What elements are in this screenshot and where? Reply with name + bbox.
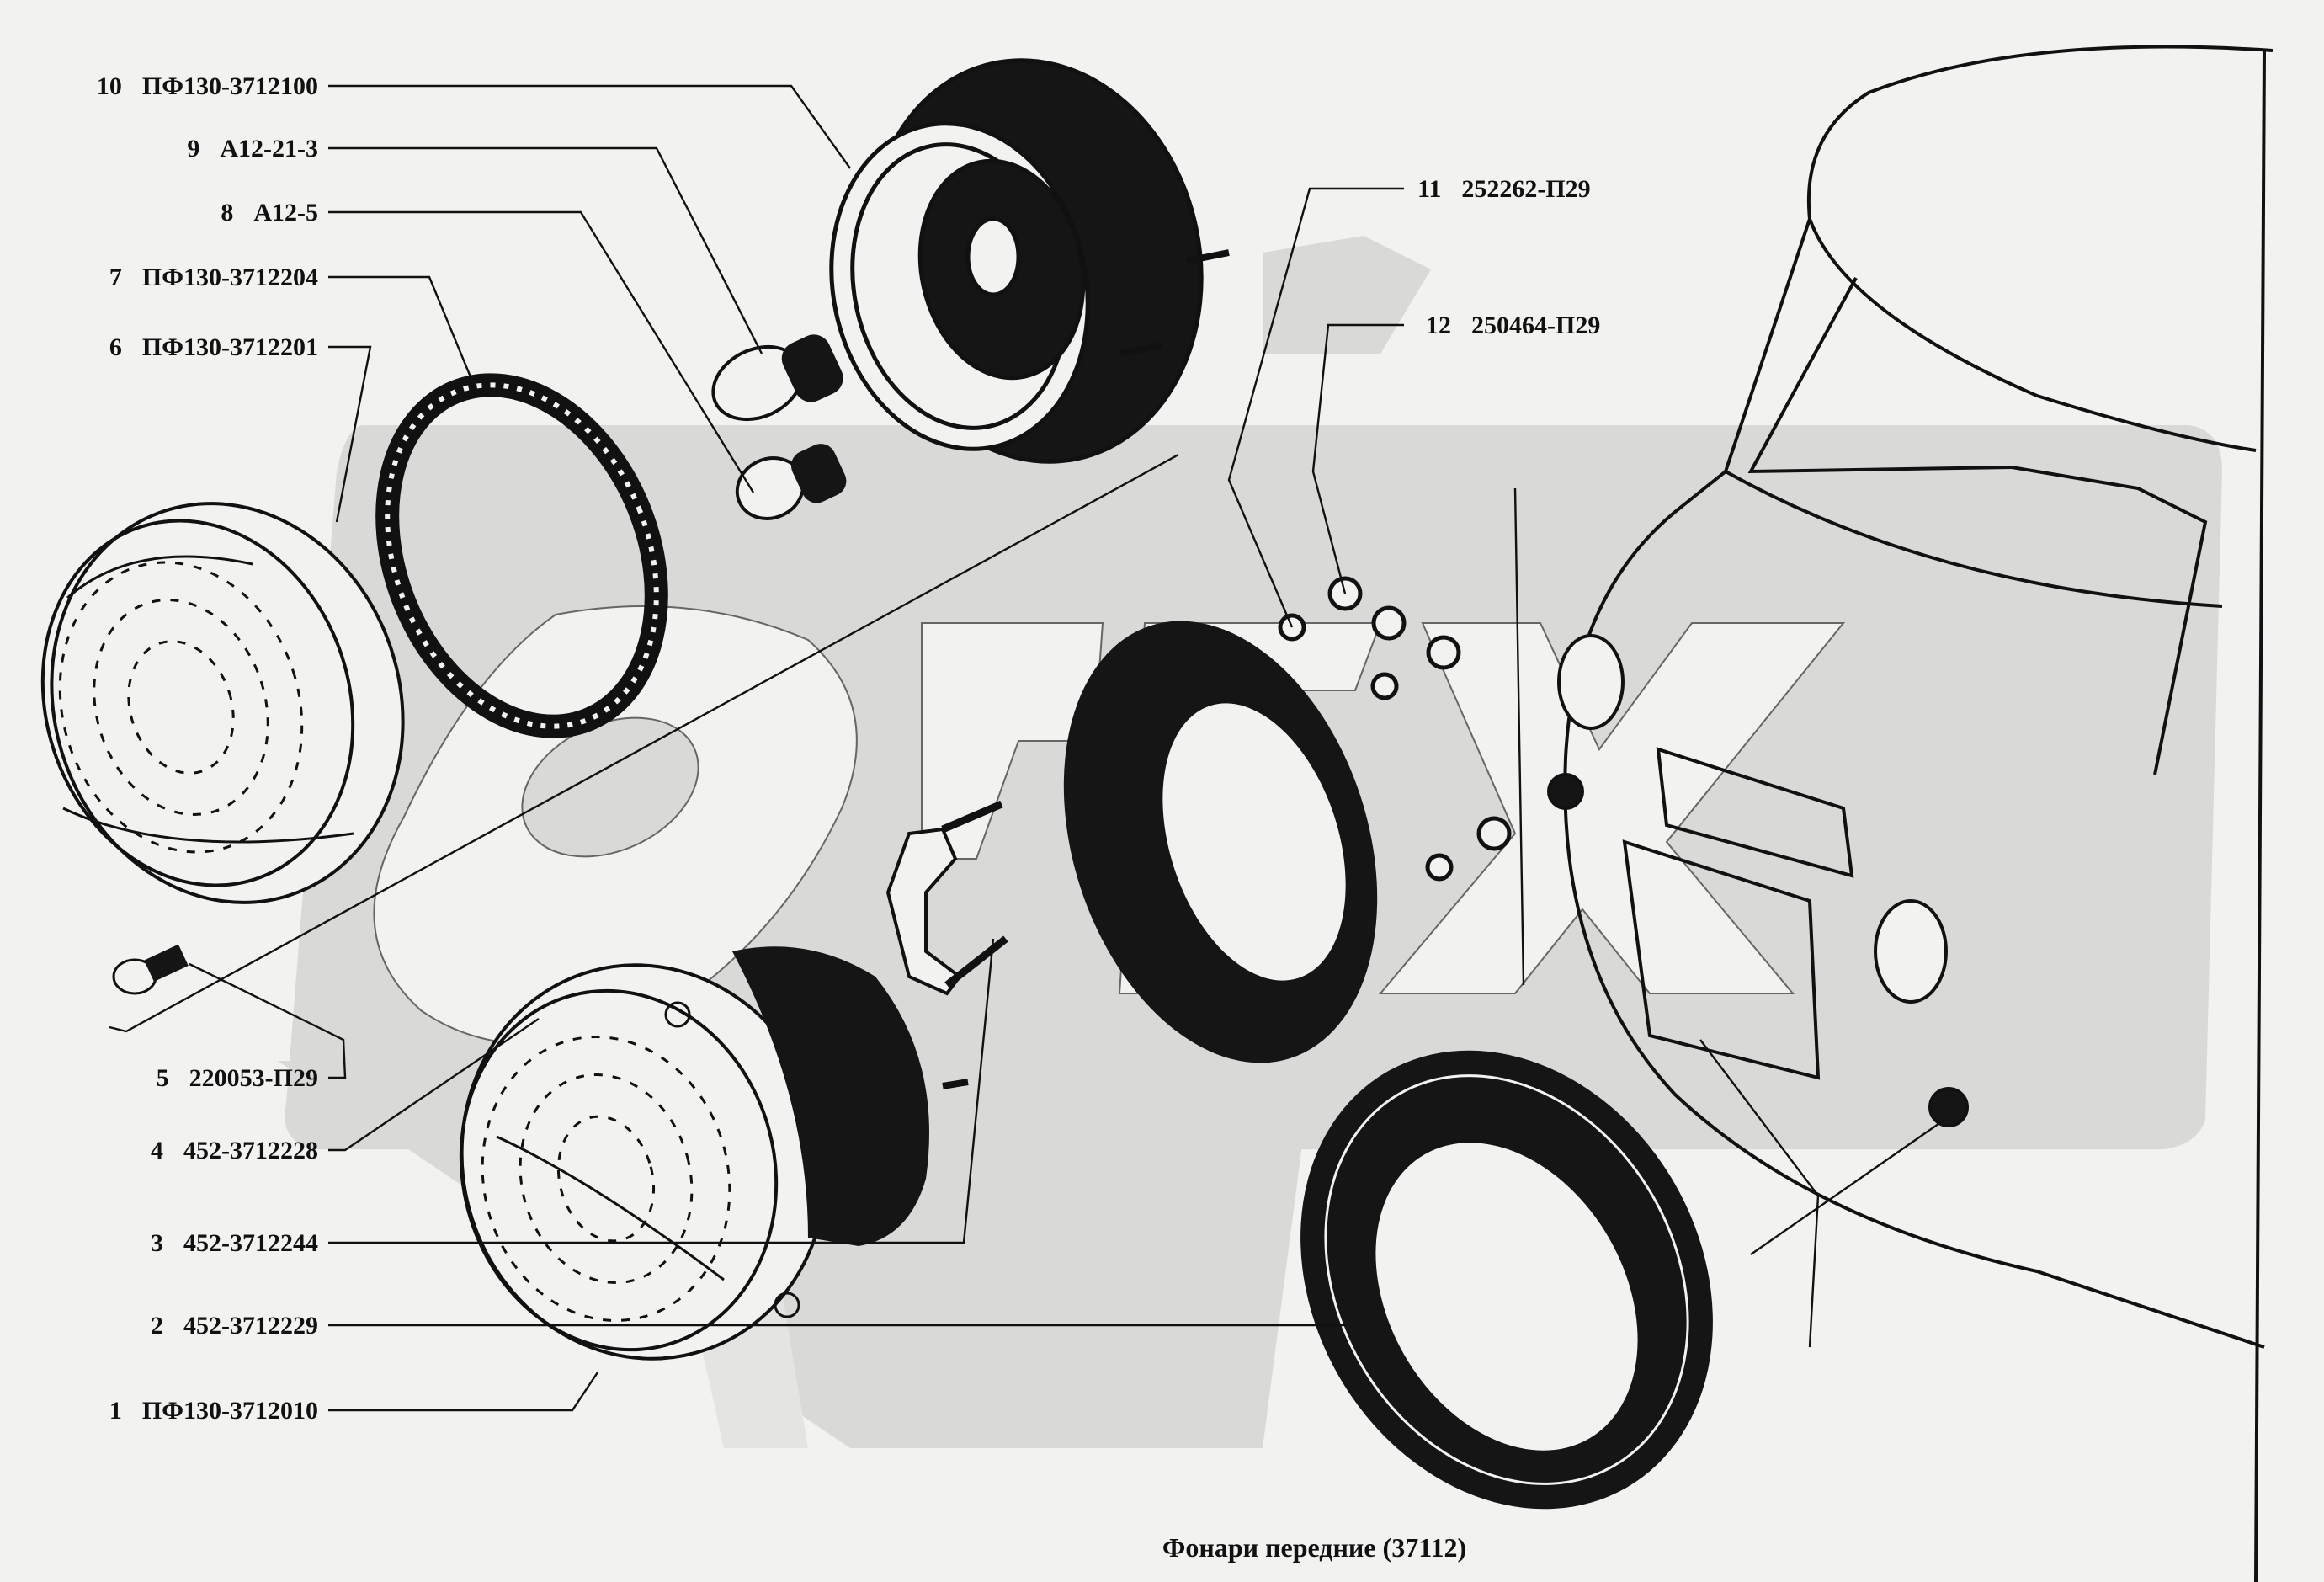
part-label-3: 3 452-3712244	[151, 1231, 318, 1256]
gasket-ring	[375, 373, 668, 738]
part-number: 6	[109, 333, 122, 361]
bulb-small	[735, 444, 847, 520]
mounting-ring	[1063, 621, 1378, 1063]
part-code: 220053-П29	[189, 1064, 318, 1092]
part-label-9: 9 А12-21-3	[187, 136, 318, 162]
part-label-10: 10 ПФ130-3712100	[97, 74, 318, 99]
part-number: 2	[151, 1312, 163, 1340]
reflector-housing	[829, 58, 1230, 464]
part-number: 1	[109, 1397, 122, 1425]
part-code: 252262-П29	[1461, 175, 1591, 203]
part-code: 452-3712244	[183, 1229, 318, 1257]
part-number: 11	[1417, 175, 1442, 203]
diagram-caption: Фонари передние (37112)	[1162, 1532, 1467, 1563]
part-label-5: 5 220053-П29	[157, 1066, 318, 1091]
part-label-8: 8 А12-5	[221, 200, 318, 226]
part-label-7: 7 ПФ130-3712204	[109, 265, 318, 290]
part-code: А12-5	[253, 199, 318, 226]
part-code: А12-21-3	[220, 135, 318, 162]
part-code: ПФ130-3712204	[141, 264, 318, 291]
part-number: 12	[1426, 312, 1451, 339]
part-label-11: 11 252262-П29	[1417, 177, 1591, 202]
part-number: 9	[187, 135, 200, 162]
part-code: ПФ130-3712100	[141, 72, 318, 100]
vehicle-front	[1547, 45, 2273, 1582]
part-label-12: 12 250464-П29	[1426, 313, 1600, 338]
part-label-1: 1 ПФ130-3712010	[109, 1398, 318, 1424]
part-code: 452-3712228	[183, 1137, 318, 1164]
screw	[112, 944, 189, 995]
bulb-large	[711, 334, 843, 422]
part-number: 8	[221, 199, 234, 226]
bracket	[885, 800, 1008, 996]
nuts-washers	[1278, 576, 1512, 882]
part-number: 4	[151, 1137, 163, 1164]
part-code: 452-3712229	[183, 1312, 318, 1340]
lamp-lens-upper	[40, 502, 405, 904]
part-code: ПФ130-3712201	[141, 333, 318, 361]
part-number: 7	[109, 264, 122, 291]
part-label-2: 2 452-3712229	[151, 1313, 318, 1339]
leader-lines	[109, 84, 1945, 1412]
part-label-6: 6 ПФ130-3712201	[109, 335, 318, 360]
part-label-4: 4 452-3712228	[151, 1138, 318, 1164]
part-number: 5	[156, 1064, 169, 1092]
trim-ring	[1300, 1050, 1713, 1510]
part-number: 3	[151, 1229, 163, 1257]
part-code: 250464-П29	[1471, 312, 1601, 339]
lamp-housing-dark	[732, 946, 969, 1246]
part-number: 10	[96, 72, 122, 100]
part-code: ПФ130-3712010	[141, 1397, 318, 1425]
